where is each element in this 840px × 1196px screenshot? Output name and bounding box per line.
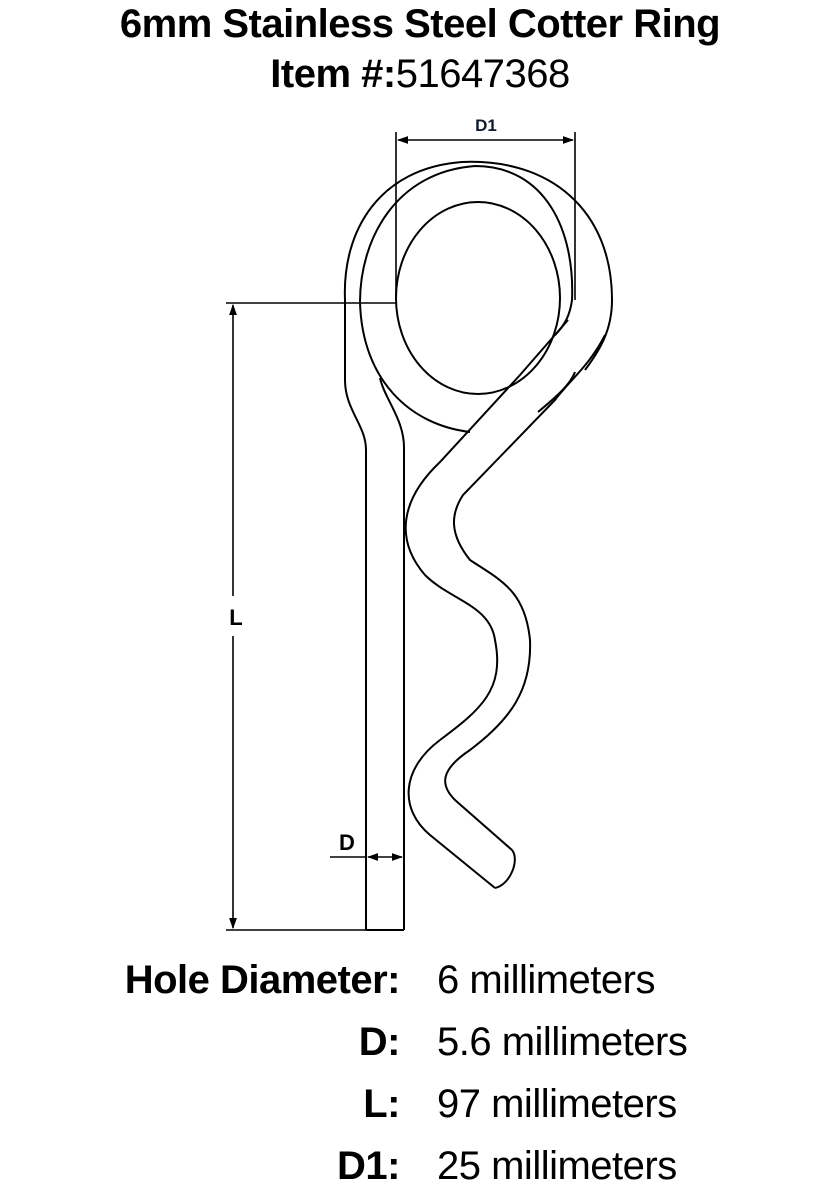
cotter-ring-outline [343,160,614,931]
spec-row-d1: D1: 25 millimeters [0,1136,840,1196]
straight-leg-inner [379,377,406,930]
item-number-value: 51647368 [395,52,570,96]
ring-join-sliver [537,371,576,413]
dimension-lines [226,132,576,931]
spec-label: L: [363,1082,400,1126]
dimension-label-d: D [339,830,355,855]
dimension-label-l: L [229,605,242,630]
wavy-leg-left-edge [404,319,569,889]
item-number-line: Item #:51647368 [0,52,840,96]
spec-value: 6 millimeters [437,958,655,1002]
spec-label: Hole Diameter: [124,958,401,1002]
spec-label: D1: [337,1144,400,1188]
spec-row-d: D: 5.6 millimeters [0,1012,840,1072]
spec-label: D: [358,1020,401,1064]
spec-row-hole-diameter: Hole Diameter: 6 millimeters [0,950,840,1010]
wavy-leg-tip [494,849,516,889]
spec-row-l: L: 97 millimeters [0,1074,840,1134]
ring-hole [395,201,561,395]
dimension-label-d1: D1 [475,116,497,135]
product-title: 6mm Stainless Steel Cotter Ring [119,2,721,46]
wavy-leg-right-edge [444,334,606,851]
spec-value: 25 millimeters [437,1144,677,1188]
ring-outer-outline [343,160,614,371]
ring-lower-curve [359,301,471,433]
ring-outer-inner-edge [359,164,574,336]
spec-value: 97 millimeters [437,1082,677,1126]
straight-leg-outer [344,300,367,930]
spec-value: 5.6 millimeters [437,1020,688,1064]
item-number-label: Item #: [270,52,396,96]
